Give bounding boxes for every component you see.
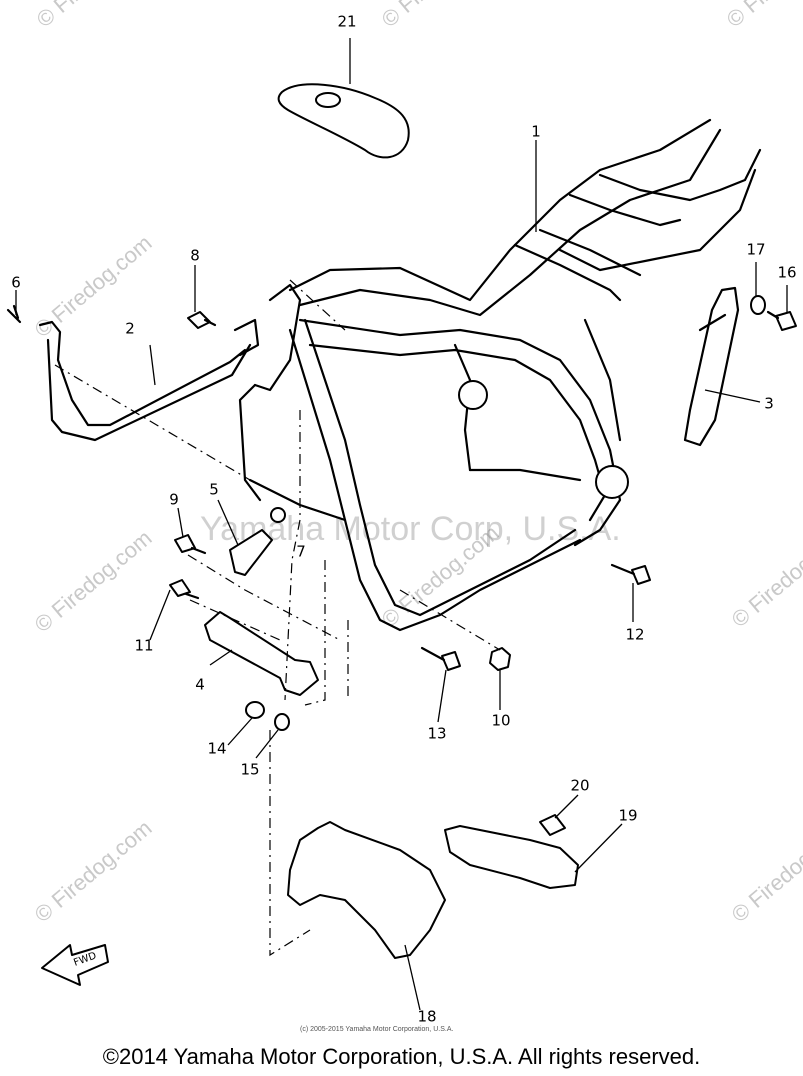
- part-19-cover: [444, 825, 579, 889]
- nut-10: [489, 647, 511, 671]
- washer-15: [274, 713, 290, 731]
- callout-7: 7: [296, 542, 306, 561]
- fwd-arrow: FWD: [41, 944, 109, 986]
- part-18-cover: [287, 821, 446, 959]
- washer-17: [750, 295, 766, 315]
- callout-18: 18: [417, 1007, 437, 1026]
- bolt-6: [6, 304, 22, 324]
- bolt-8: [187, 311, 217, 329]
- bolt-11: [169, 579, 200, 600]
- leader-lines: [15, 38, 788, 1011]
- nut-20: [539, 814, 566, 836]
- part-4-bracket: [204, 611, 319, 696]
- callout-20: 20: [570, 776, 590, 795]
- bolt-12: [610, 563, 651, 585]
- part-1-frame: [238, 118, 762, 632]
- callout-21: 21: [337, 12, 357, 31]
- callout-10: 10: [491, 711, 511, 730]
- callout-16: 16: [777, 263, 797, 282]
- part-2-bar: [38, 318, 260, 442]
- callout-8: 8: [190, 246, 200, 265]
- part-5-plate: [229, 529, 273, 576]
- callout-2: 2: [125, 319, 135, 338]
- small-copyright: (c) 2005-2015 Yamaha Motor Corporation, …: [300, 1026, 454, 1033]
- bolt-13: [420, 646, 461, 671]
- callout-19: 19: [618, 806, 638, 825]
- callout-11: 11: [134, 636, 154, 655]
- callout-17: 17: [746, 240, 766, 259]
- part-21-cover: [277, 83, 410, 159]
- callout-9: 9: [169, 490, 179, 509]
- footer-copyright: ©2014 Yamaha Motor Corporation, U.S.A. A…: [102, 1044, 701, 1069]
- callout-14: 14: [207, 739, 227, 758]
- bolt-9: [174, 534, 207, 555]
- callout-12: 12: [625, 625, 645, 644]
- assembly-lines: [54, 279, 501, 957]
- part-3-stay: [683, 286, 740, 447]
- callout-5: 5: [209, 480, 219, 499]
- callout-13: 13: [427, 724, 447, 743]
- bushing-14: [245, 701, 265, 719]
- bolt-16: [766, 310, 797, 331]
- callout-3: 3: [764, 394, 774, 413]
- callout-4: 4: [195, 675, 205, 694]
- callout-15: 15: [240, 760, 260, 779]
- callout-6: 6: [11, 273, 21, 292]
- callout-1: 1: [531, 122, 541, 141]
